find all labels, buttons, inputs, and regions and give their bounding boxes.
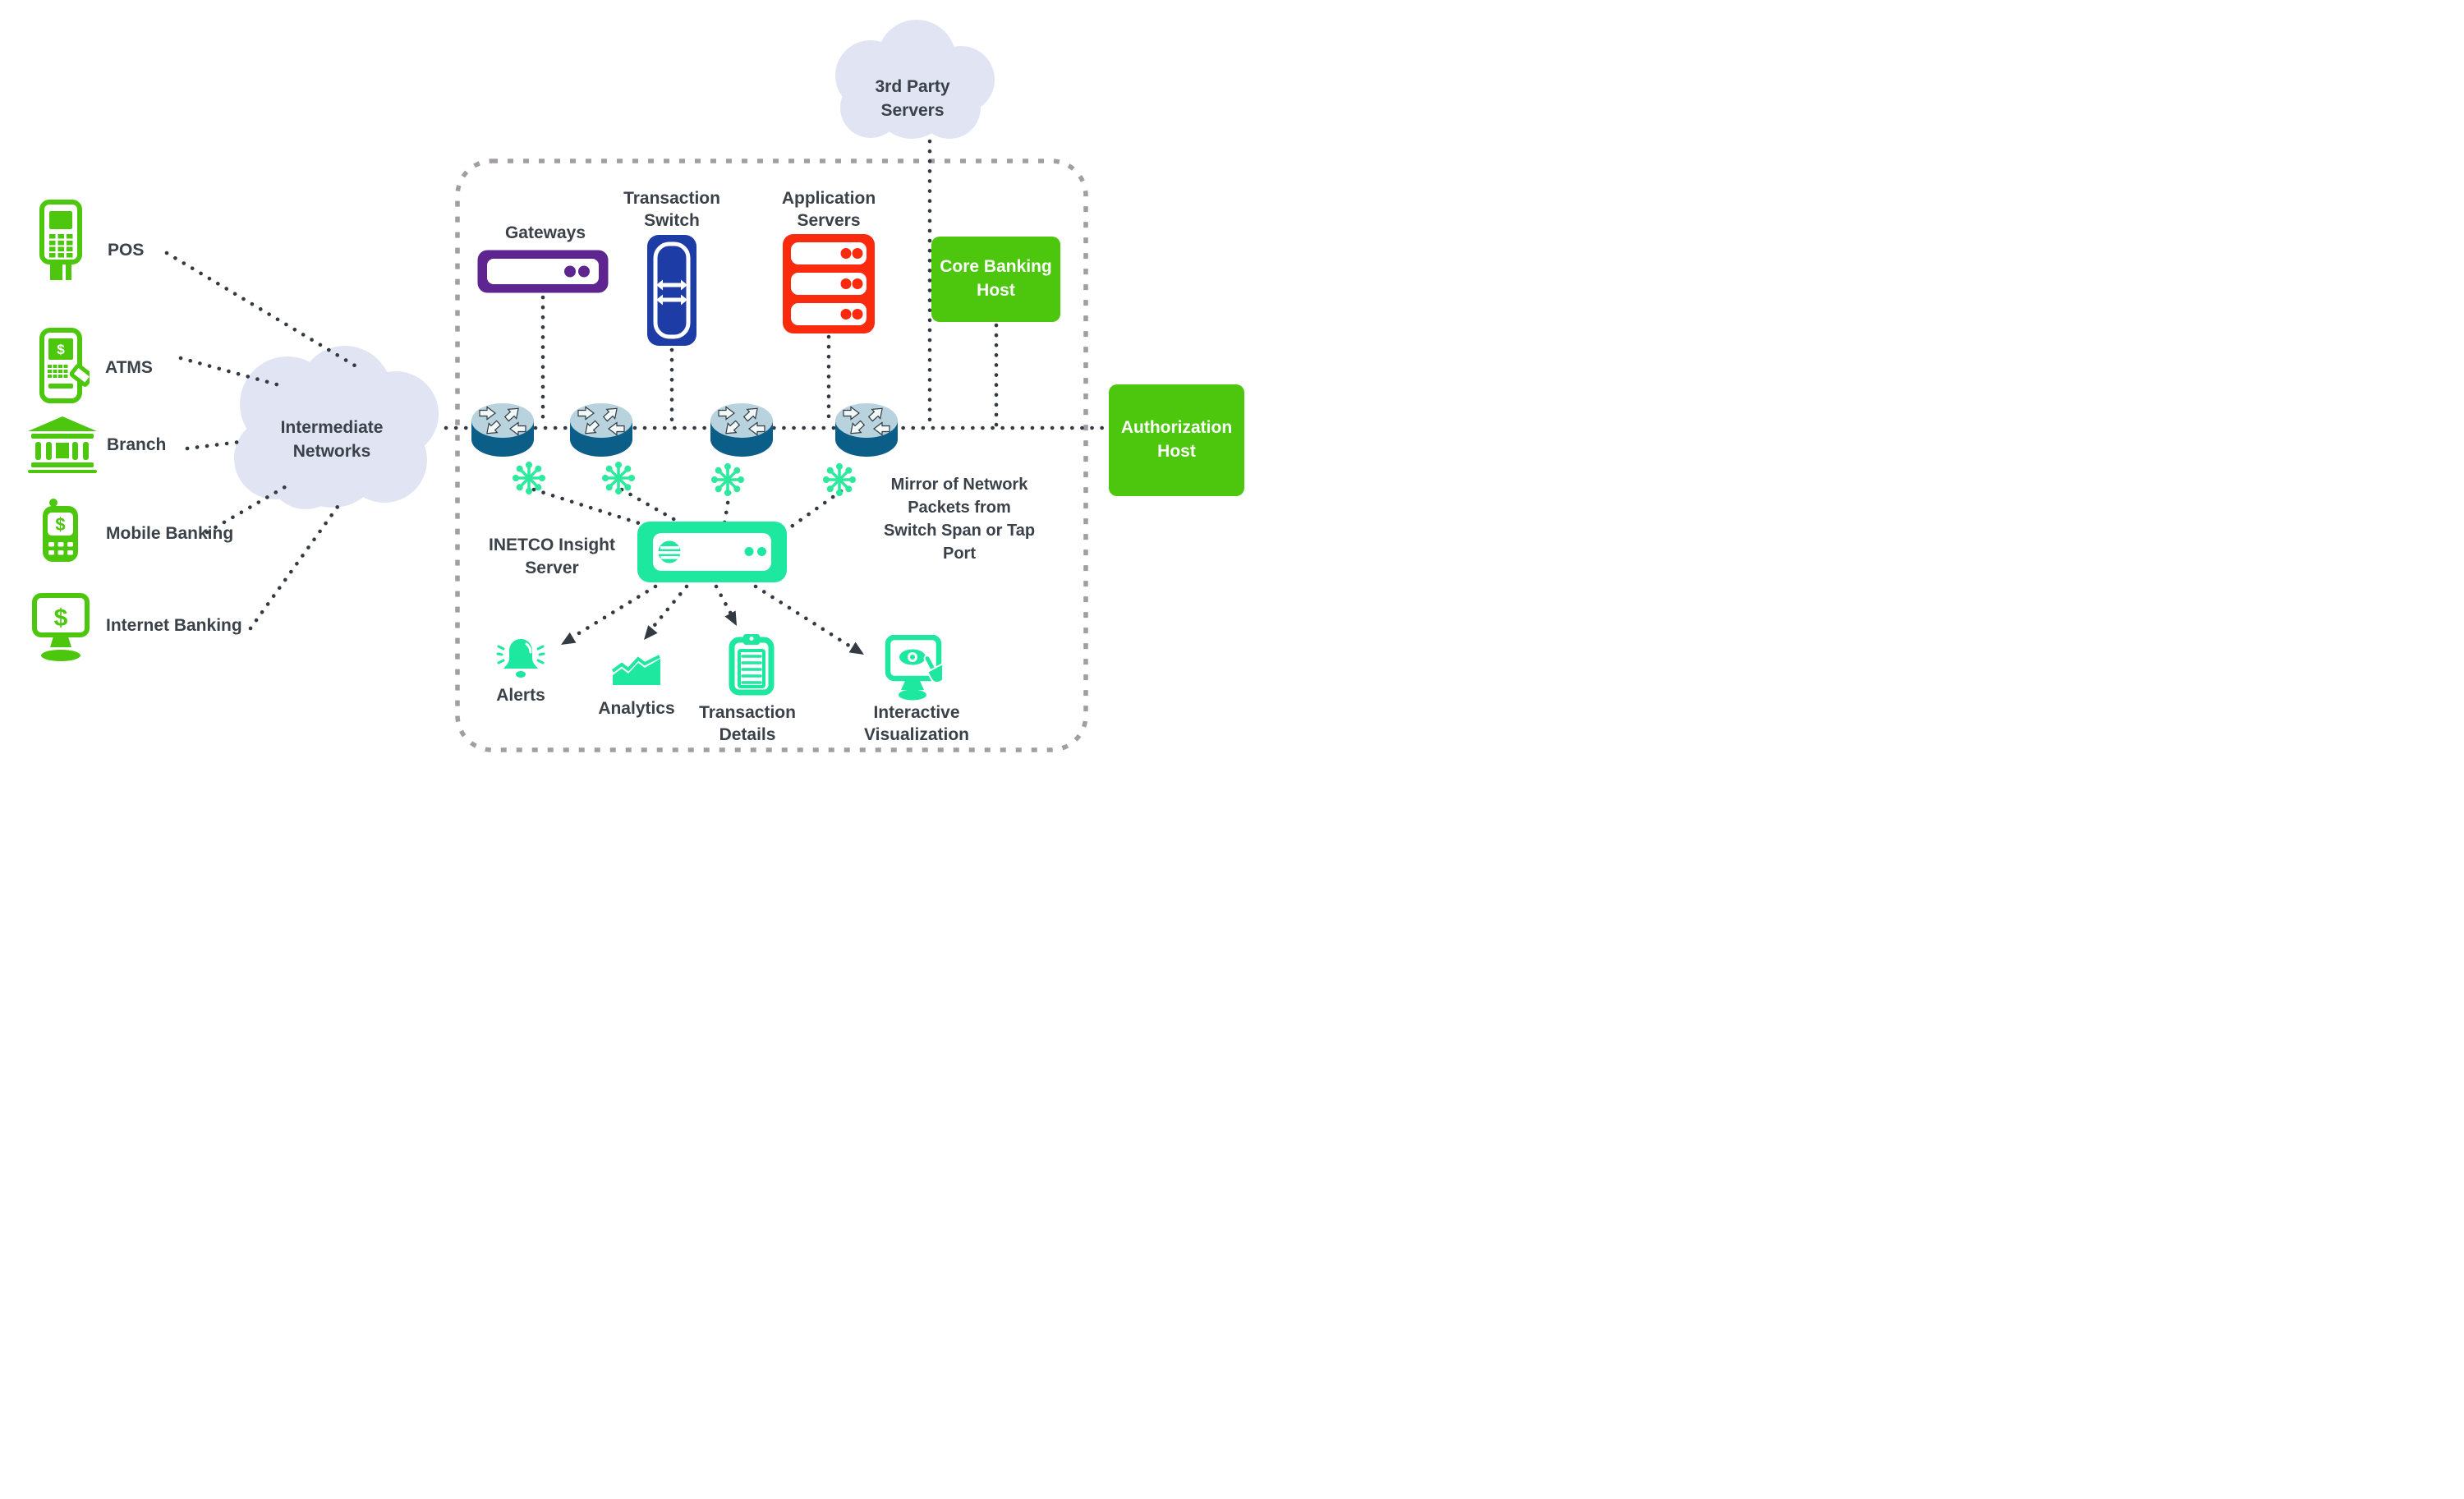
router-icon — [835, 403, 898, 457]
tap4-to-server-line — [784, 489, 844, 532]
monitored-zone-border — [455, 159, 1088, 752]
diagram-canvas: $ $ — [0, 0, 1270, 773]
tap3-to-server-line — [722, 490, 732, 526]
core-banking-host-box: Core Banking Host — [931, 237, 1060, 322]
pos-terminal-icon — [39, 200, 82, 280]
pointing-hand-icon — [923, 655, 942, 684]
network-tap-icon — [602, 462, 635, 494]
authorization-host-box: Authorization Host — [1109, 384, 1244, 496]
transaction-switch-label: Transaction Switch — [623, 189, 720, 230]
atms-label: ATMS — [105, 358, 153, 377]
gateways-label: Gateways — [504, 223, 586, 242]
mobile-banking-icon: $ — [43, 499, 78, 562]
branch-label: Branch — [107, 435, 167, 454]
third-party-servers-label: 3rd Party Servers — [875, 77, 950, 120]
router-icon — [471, 403, 534, 457]
transaction-details-label: Transaction Details — [699, 703, 796, 744]
internet-banking-icon: $ — [32, 593, 90, 661]
interactive-visualization-label: Interactive Visualization — [864, 703, 969, 744]
pos-label: POS — [108, 241, 145, 260]
network-tap-icon — [711, 463, 744, 496]
interactive-visualization-icon — [885, 635, 942, 701]
insight-server-label: INETCO Insight Server — [489, 536, 615, 577]
intermediate-networks-cloud — [234, 346, 439, 509]
details-arrowhead — [724, 610, 737, 626]
internet-banking-label: Internet Banking — [106, 616, 242, 635]
branch-to-cloud-line — [185, 439, 249, 451]
alerts-label: Alerts — [496, 686, 545, 705]
svg-text:$: $ — [54, 605, 68, 632]
mobile-banking-label: Mobile Banking — [106, 524, 234, 543]
pos-to-cloud-line — [164, 251, 361, 370]
tap1-to-server-line — [531, 487, 660, 531]
branch-icon — [28, 416, 97, 473]
svg-text:$: $ — [57, 342, 65, 357]
mobile-to-cloud-line — [205, 482, 292, 535]
third-party-servers-cloud — [835, 20, 995, 139]
connector-layer — [164, 20, 1111, 752]
network-tap-icon — [513, 462, 545, 494]
alerts-bell-icon — [496, 639, 545, 678]
analytics-chart-icon — [611, 655, 660, 685]
internet-to-cloud-line — [248, 499, 344, 631]
analytics-arrowhead — [644, 625, 658, 640]
alerts-arrowhead — [561, 632, 577, 645]
transaction-switch-icon — [647, 235, 696, 346]
arrowheads — [561, 610, 864, 655]
gateway-device-icon — [477, 250, 609, 293]
server-to-alerts-line — [564, 584, 658, 643]
transaction-details-icon — [729, 634, 775, 696]
insight-server-icon — [637, 522, 787, 582]
atm-icon: $ — [39, 328, 90, 403]
visualization-arrowhead — [848, 641, 864, 655]
server-to-details-line — [714, 584, 736, 621]
analytics-label: Analytics — [598, 699, 675, 718]
application-servers-icon — [783, 234, 875, 333]
atms-to-cloud-line — [178, 356, 285, 389]
intermediate-networks-label: Intermediate Networks — [280, 418, 384, 461]
router-icon — [710, 403, 773, 457]
application-servers-label: Application Servers — [781, 189, 876, 230]
dotted-connectors — [164, 139, 1111, 651]
svg-text:$: $ — [55, 514, 65, 535]
server-to-visualization-line — [753, 584, 857, 651]
network-tap-icon — [823, 463, 856, 496]
router-icon — [570, 403, 632, 457]
mirror-note: Mirror of Network Packets from Switch Sp… — [883, 476, 1036, 563]
server-to-analytics-line — [645, 584, 689, 637]
